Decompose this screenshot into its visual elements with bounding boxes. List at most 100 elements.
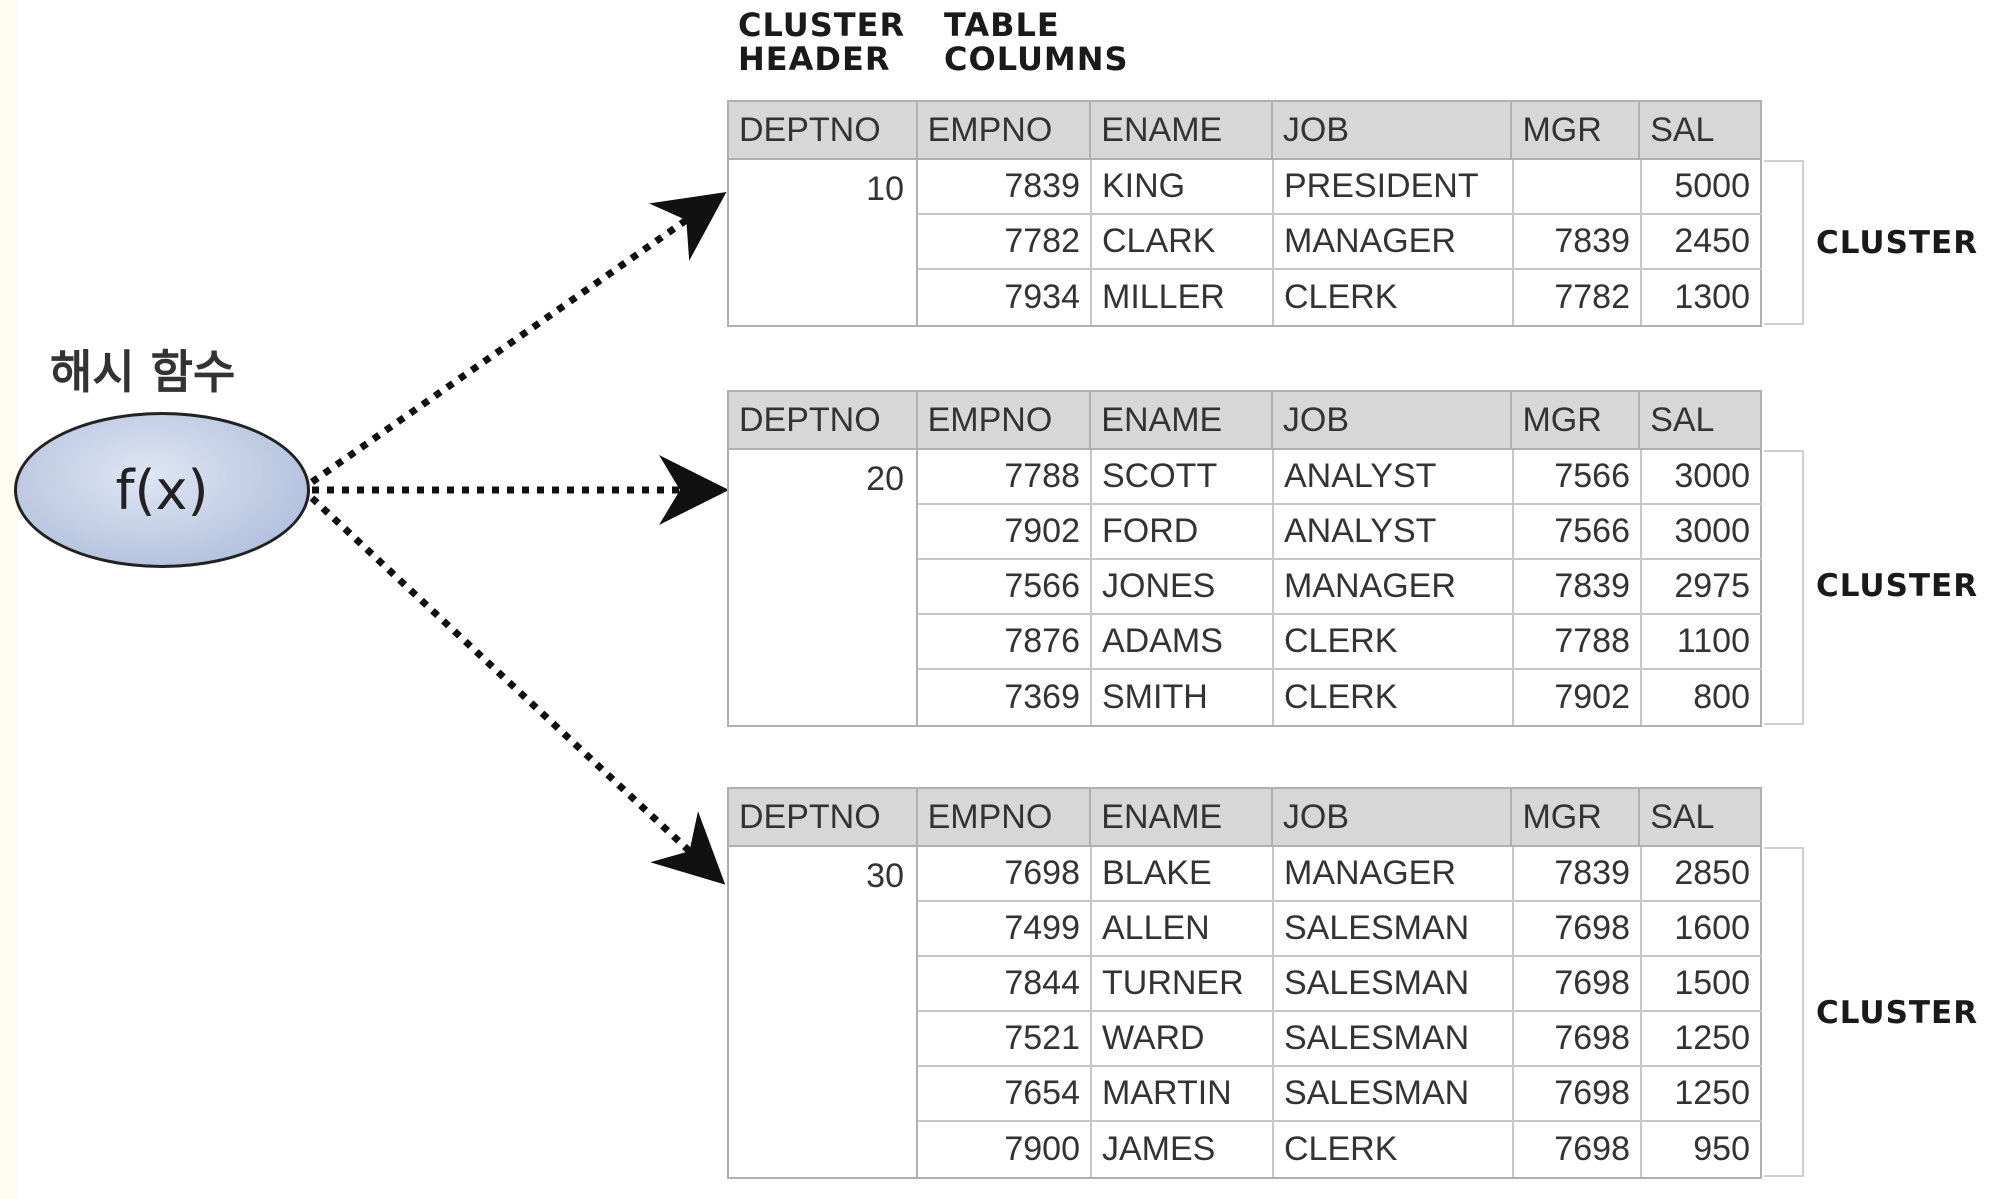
column-header: SAL	[1650, 797, 1715, 836]
cell-empno: 7782	[918, 215, 1092, 268]
cell-empno: 7902	[918, 505, 1092, 558]
cell-ename: FORD	[1092, 505, 1274, 558]
cell-job: CLERK	[1274, 1122, 1514, 1177]
cell-job: SALESMAN	[1274, 1012, 1514, 1065]
cell-job: SALESMAN	[1274, 957, 1514, 1010]
cell-empno: 7698	[918, 847, 1092, 900]
cell-empno: 7839	[918, 160, 1092, 213]
hash-function-ellipse: f(x)	[14, 412, 310, 568]
cell-sal: 2850	[1642, 847, 1762, 900]
cell-sal: 800	[1642, 670, 1762, 725]
cell-job: MANAGER	[1274, 215, 1514, 268]
cell-sal: 1500	[1642, 957, 1762, 1010]
cell-mgr: 7839	[1514, 560, 1642, 613]
cell-sal: 5000	[1642, 160, 1762, 213]
cell-mgr: 7902	[1514, 670, 1642, 725]
arrow-to-cluster-30	[309, 495, 726, 885]
column-header: JOB	[1273, 392, 1513, 448]
cell-mgr: 7839	[1514, 215, 1642, 268]
column-header: DEPTNO	[729, 102, 918, 158]
table-columns-label: TABLE COLUMNS	[944, 8, 1129, 76]
cluster-key-deptno: 20	[729, 450, 918, 725]
column-header: EMPNO	[918, 392, 1092, 448]
column-header: MGR	[1512, 392, 1641, 448]
cell-sal: 3000	[1642, 450, 1762, 503]
cell-mgr: 7698	[1514, 902, 1642, 955]
cell-job: SALESMAN	[1274, 1067, 1514, 1120]
cell-ename: JAMES	[1092, 1122, 1274, 1177]
cell-sal: 2450	[1642, 215, 1762, 268]
cell-ename: BLAKE	[1092, 847, 1274, 900]
column-header: JOB	[1273, 789, 1513, 845]
cluster-header-line-1: CLUSTER	[738, 6, 906, 44]
cell-empno: 7499	[918, 902, 1092, 955]
cluster-label: CLUSTER	[1816, 995, 1979, 1031]
cell-job: ANALYST	[1274, 450, 1514, 503]
column-header: ENAME	[1091, 789, 1273, 845]
cell-empno: 7934	[918, 270, 1092, 325]
cluster-header-line-2: HEADER	[738, 40, 891, 78]
cluster-header-label: CLUSTER HEADER	[738, 8, 905, 76]
cell-sal: 1100	[1642, 615, 1762, 668]
column-header: MGR	[1512, 102, 1641, 158]
cell-ename: ALLEN	[1092, 902, 1274, 955]
cell-job: MANAGER	[1274, 560, 1514, 613]
cell-sal: 1250	[1642, 1067, 1762, 1120]
cell-ename: CLARK	[1092, 215, 1274, 268]
cell-job: CLERK	[1274, 670, 1514, 725]
column-header: ENAME	[1091, 392, 1273, 448]
cell-mgr: 7698	[1514, 957, 1642, 1010]
cell-ename: TURNER	[1092, 957, 1274, 1010]
cell-ename: JONES	[1092, 560, 1274, 613]
cluster-key-deptno: 30	[729, 847, 918, 1177]
function-label: f(x)	[115, 458, 209, 522]
cell-mgr: 7698	[1514, 1012, 1642, 1065]
column-header: ENAME	[1091, 102, 1273, 158]
column-header: SAL	[1650, 110, 1715, 149]
cell-mgr: 7788	[1514, 615, 1642, 668]
cell-sal: 2975	[1642, 560, 1762, 613]
table-columns-line-2: COLUMNS	[944, 40, 1129, 78]
cell-sal: 1300	[1642, 270, 1762, 325]
cluster-label: CLUSTER	[1816, 225, 1979, 261]
cell-mgr	[1514, 160, 1642, 213]
cell-sal: 1600	[1642, 902, 1762, 955]
cell-empno: 7566	[918, 560, 1092, 613]
column-header: MGR	[1512, 789, 1641, 845]
cell-sal: 950	[1642, 1122, 1762, 1177]
cell-job: CLERK	[1274, 270, 1514, 325]
cell-job: PRESIDENT	[1274, 160, 1514, 213]
column-header: EMPNO	[918, 102, 1092, 158]
cluster-key-deptno: 10	[729, 160, 918, 325]
cluster-bracket	[1764, 847, 1804, 1177]
cluster-label: CLUSTER	[1816, 568, 1979, 604]
cell-ename: SMITH	[1092, 670, 1274, 725]
cell-ename: WARD	[1092, 1012, 1274, 1065]
column-header: JOB	[1273, 102, 1513, 158]
arrow-to-cluster-10	[309, 191, 727, 485]
cell-job: MANAGER	[1274, 847, 1514, 900]
cell-job: CLERK	[1274, 615, 1514, 668]
table-columns-line-1: TABLE	[944, 6, 1060, 44]
column-header: SAL	[1650, 400, 1715, 439]
cell-empno: 7788	[918, 450, 1092, 503]
cell-ename: KING	[1092, 160, 1274, 213]
